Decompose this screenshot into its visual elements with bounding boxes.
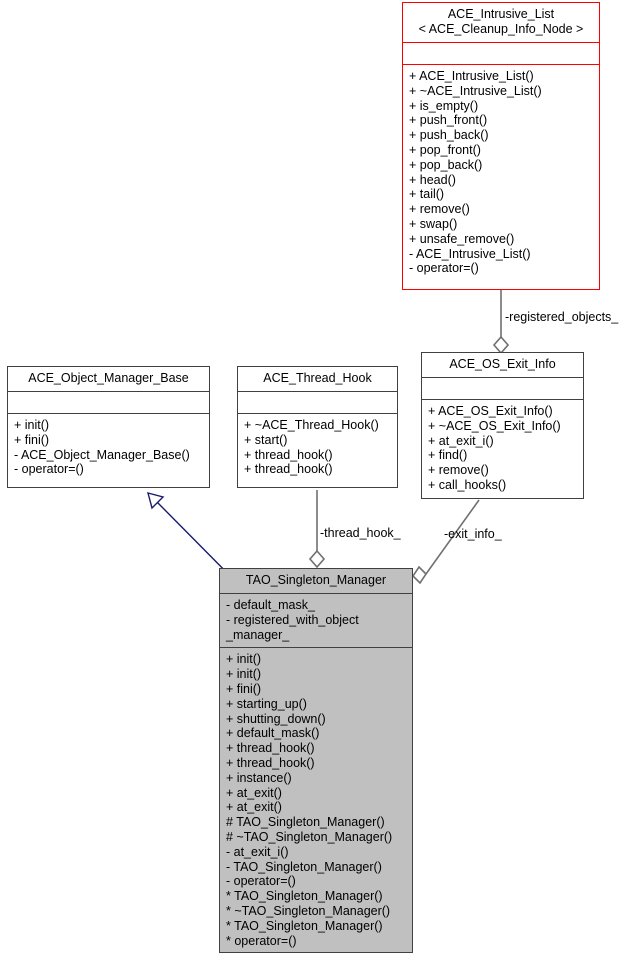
operation: + at_exit() xyxy=(226,800,282,815)
class-separator xyxy=(422,377,583,378)
operation: + shutting_down() xyxy=(226,711,326,726)
operation: - TAO_Singleton_Manager() xyxy=(226,859,382,874)
operation: + init() xyxy=(14,418,50,432)
class-separator xyxy=(238,391,397,392)
class-title-ace-thread-hook: ACE_Thread_Hook xyxy=(263,371,372,385)
operation: - operator=() xyxy=(409,261,479,276)
class-box-ace-thread-hook[interactable]: ACE_Thread_Hook + ~ACE_Thread_Hook() + s… xyxy=(237,366,398,488)
operation: * TAO_Singleton_Manager() xyxy=(226,889,383,904)
class-title-ace-object-manager-base: ACE_Object_Manager_Base xyxy=(28,371,189,385)
operation: + ~ACE_Thread_Hook() xyxy=(244,418,379,432)
operation: + call_hooks() xyxy=(428,477,507,492)
operation: + start() xyxy=(244,432,288,447)
operation: + at_exit_i() xyxy=(428,433,494,448)
operation: + head() xyxy=(409,172,456,187)
operation: - at_exit_i() xyxy=(226,844,289,859)
class-title-ace-intrusive-list: ACE_Intrusive_List < ACE_Cleanup_Info_No… xyxy=(418,7,584,36)
operation: - operator=() xyxy=(226,874,296,889)
operation: + push_back() xyxy=(409,128,489,143)
operation: + pop_back() xyxy=(409,157,483,172)
operation: + unsafe_remove() xyxy=(409,231,515,246)
operation: + ~ACE_OS_Exit_Info() xyxy=(428,418,561,433)
class-separator xyxy=(220,647,412,649)
edge-label-registered-objects: -registered_objects_ xyxy=(505,310,619,324)
edge-label-exit-info: -exit_info_ xyxy=(444,527,502,541)
operation: + remove() xyxy=(428,463,489,478)
operation: + init() xyxy=(226,652,262,667)
operation: + at_exit() xyxy=(226,785,282,800)
operation: + ~ACE_Intrusive_List() xyxy=(409,83,542,98)
class-operations-ace-object-manager-base: + init() + fini() - ACE_Object_Manager_B… xyxy=(8,414,209,482)
class-box-ace-object-manager-base[interactable]: ACE_Object_Manager_Base + init() + fini(… xyxy=(7,366,210,488)
operation: + starting_up() xyxy=(226,696,307,711)
operation: + find() xyxy=(428,448,468,463)
edge-inheritance-arrowhead xyxy=(147,492,165,510)
attribute: _manager_ xyxy=(226,627,290,642)
operation: + ACE_Intrusive_List() xyxy=(409,69,534,83)
class-attributes-tao-singleton-manager: - default_mask_ - registered_with_object… xyxy=(220,594,412,647)
class-operations-ace-os-exit-info: + ACE_OS_Exit_Info() + ~ACE_OS_Exit_Info… xyxy=(422,400,583,498)
class-operations-tao-singleton-manager: + init() + init() + fini() + starting_up… xyxy=(220,648,412,953)
class-separator xyxy=(8,391,209,392)
operation: + default_mask() xyxy=(226,726,320,741)
class-box-ace-intrusive-list[interactable]: ACE_Intrusive_List < ACE_Cleanup_Info_No… xyxy=(402,2,600,290)
operation: + instance() xyxy=(226,770,292,785)
class-box-ace-os-exit-info[interactable]: ACE_OS_Exit_Info + ACE_OS_Exit_Info() + … xyxy=(421,352,584,499)
operation: - ACE_Intrusive_List() xyxy=(409,246,531,261)
operation: + thread_hook() xyxy=(226,755,315,770)
class-separator xyxy=(422,399,583,400)
operation: * TAO_Singleton_Manager() xyxy=(226,918,383,933)
class-attributes-ace-os-exit-info xyxy=(422,378,583,399)
class-separator xyxy=(8,413,209,414)
operation: - ACE_Object_Manager_Base() xyxy=(14,447,190,462)
attribute: - default_mask_ xyxy=(226,598,315,612)
edge-exit-info-diamond xyxy=(411,565,428,585)
edge-exit-info-line xyxy=(425,499,480,575)
operation: # ~TAO_Singleton_Manager() xyxy=(226,829,393,844)
operation: + swap() xyxy=(409,216,458,231)
operation: + thread_hook() xyxy=(244,447,333,462)
class-box-tao-singleton-manager[interactable]: TAO_Singleton_Manager - default_mask_ - … xyxy=(219,568,413,953)
operation: + pop_front() xyxy=(409,142,481,157)
class-operations-ace-thread-hook: + ~ACE_Thread_Hook() + start() + thread_… xyxy=(238,414,397,482)
edge-registered-objects-diamond xyxy=(492,335,510,355)
class-title-ace-os-exit-info: ACE_OS_Exit_Info xyxy=(449,357,556,371)
operation: + thread_hook() xyxy=(226,741,315,756)
operation: + push_front() xyxy=(409,113,488,128)
operation: # TAO_Singleton_Manager() xyxy=(226,815,385,830)
class-operations-ace-intrusive-list: + ACE_Intrusive_List() + ~ACE_Intrusive_… xyxy=(403,65,599,281)
operation: + remove() xyxy=(409,202,470,217)
edge-label-thread-hook: -thread_hook_ xyxy=(320,526,401,540)
class-title-tao-singleton-manager: TAO_Singleton_Manager xyxy=(245,573,387,587)
class-separator xyxy=(238,413,397,414)
operation: + is_empty() xyxy=(409,98,479,113)
operation: + fini() xyxy=(14,432,50,447)
operation: + ACE_OS_Exit_Info() xyxy=(428,404,553,418)
operation: + thread_hook() xyxy=(244,462,333,477)
class-attributes-ace-object-manager-base xyxy=(8,392,209,413)
class-separator xyxy=(403,64,599,65)
class-attributes-ace-thread-hook xyxy=(238,392,397,413)
operation: * operator=() xyxy=(226,933,297,948)
operation: - operator=() xyxy=(14,462,84,477)
edge-thread-hook-diamond xyxy=(308,549,326,569)
operation: + init() xyxy=(226,667,262,682)
class-separator xyxy=(403,42,599,43)
operation: + tail() xyxy=(409,187,445,202)
class-separator xyxy=(220,593,412,594)
attribute: - registered_with_object xyxy=(226,612,359,627)
class-attributes-ace-intrusive-list xyxy=(403,43,599,64)
operation: + fini() xyxy=(226,681,262,696)
operation: * ~TAO_Singleton_Manager() xyxy=(226,903,391,918)
